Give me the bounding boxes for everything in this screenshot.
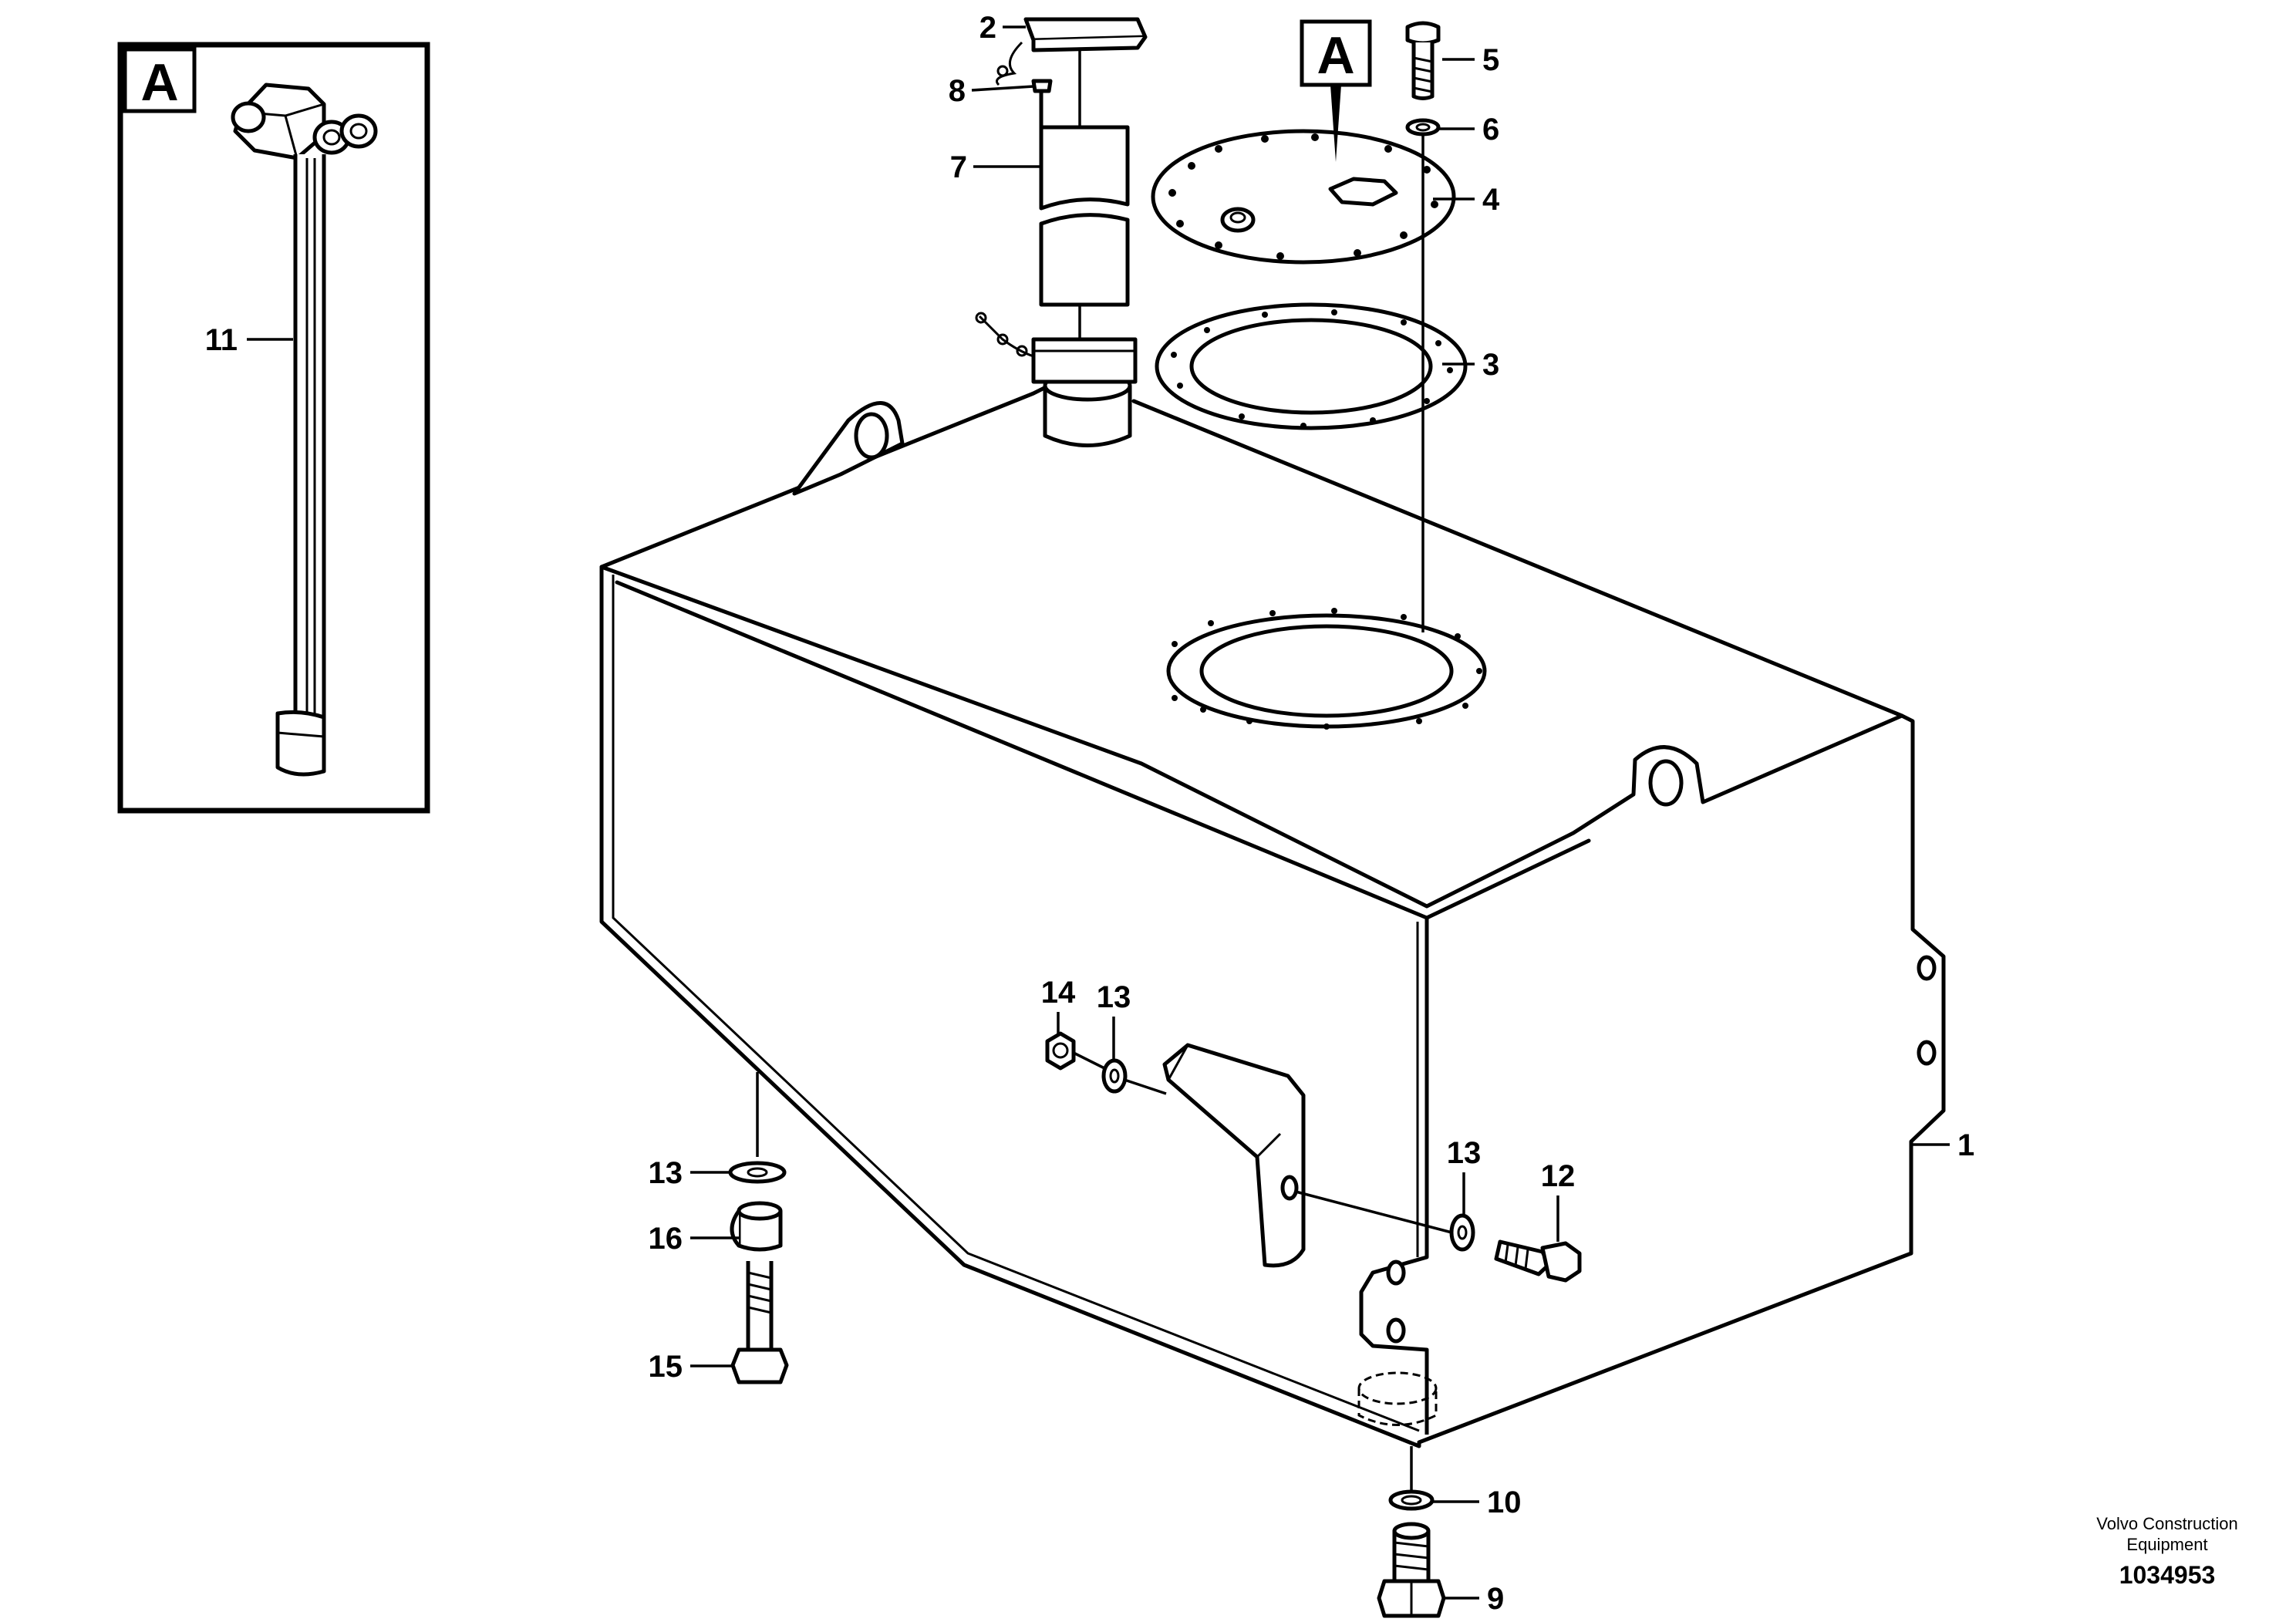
footer: Volvo Construction Equipment 1034953 xyxy=(2096,1514,2237,1589)
main-callout-a: A xyxy=(1300,19,1372,162)
label-1: 1 xyxy=(1957,1128,1974,1162)
gasket xyxy=(1155,302,1468,430)
label-14: 14 xyxy=(1041,976,1076,1010)
washer-13-bottom xyxy=(728,1161,787,1184)
mounting-bracket xyxy=(1162,1043,1306,1268)
label-2: 2 xyxy=(979,11,996,45)
drain-plug-9 xyxy=(1377,1522,1446,1618)
cover-washer xyxy=(1405,118,1441,137)
label-12: 12 xyxy=(1541,1159,1576,1193)
cover-plate xyxy=(1151,129,1456,265)
fuel-level-sensor xyxy=(231,83,378,777)
label-15: 15 xyxy=(649,1350,683,1384)
cover-bolt xyxy=(1405,21,1441,100)
label-8: 8 xyxy=(949,74,966,108)
detail-callout-a: A xyxy=(140,53,178,112)
filler-assembly xyxy=(975,17,1148,384)
label-9: 9 xyxy=(1487,1582,1504,1616)
label-4: 4 xyxy=(1482,183,1500,217)
company-line-1: Volvo Construction xyxy=(2096,1514,2237,1533)
label-16: 16 xyxy=(649,1222,683,1256)
leader-lines xyxy=(690,25,1950,1600)
nut-14 xyxy=(1045,1031,1076,1071)
company-line-2: Equipment xyxy=(2126,1535,2207,1554)
washer-13-front xyxy=(1101,1058,1128,1094)
washer-13-right xyxy=(1449,1213,1475,1252)
washer-10 xyxy=(1388,1489,1435,1511)
drawing-number: 1034953 xyxy=(2119,1561,2216,1589)
label-7: 7 xyxy=(950,150,967,184)
bolt-12 xyxy=(1494,1239,1582,1283)
label-13-right: 13 xyxy=(1447,1136,1482,1170)
detail-view-a: A 11 xyxy=(117,42,430,814)
bolt-15 xyxy=(730,1261,789,1384)
label-13-bottom: 13 xyxy=(649,1156,683,1190)
top-opening-holes xyxy=(1172,608,1482,730)
spacer-16 xyxy=(730,1201,783,1252)
label-3: 3 xyxy=(1482,348,1499,382)
label-5: 5 xyxy=(1482,43,1499,77)
label-13-front: 13 xyxy=(1097,980,1131,1014)
label-10: 10 xyxy=(1487,1485,1522,1519)
fuel-tank xyxy=(599,369,1946,1448)
main-callout-a-letter: A xyxy=(1317,26,1354,85)
label-6: 6 xyxy=(1482,113,1499,147)
label-11: 11 xyxy=(205,323,238,357)
